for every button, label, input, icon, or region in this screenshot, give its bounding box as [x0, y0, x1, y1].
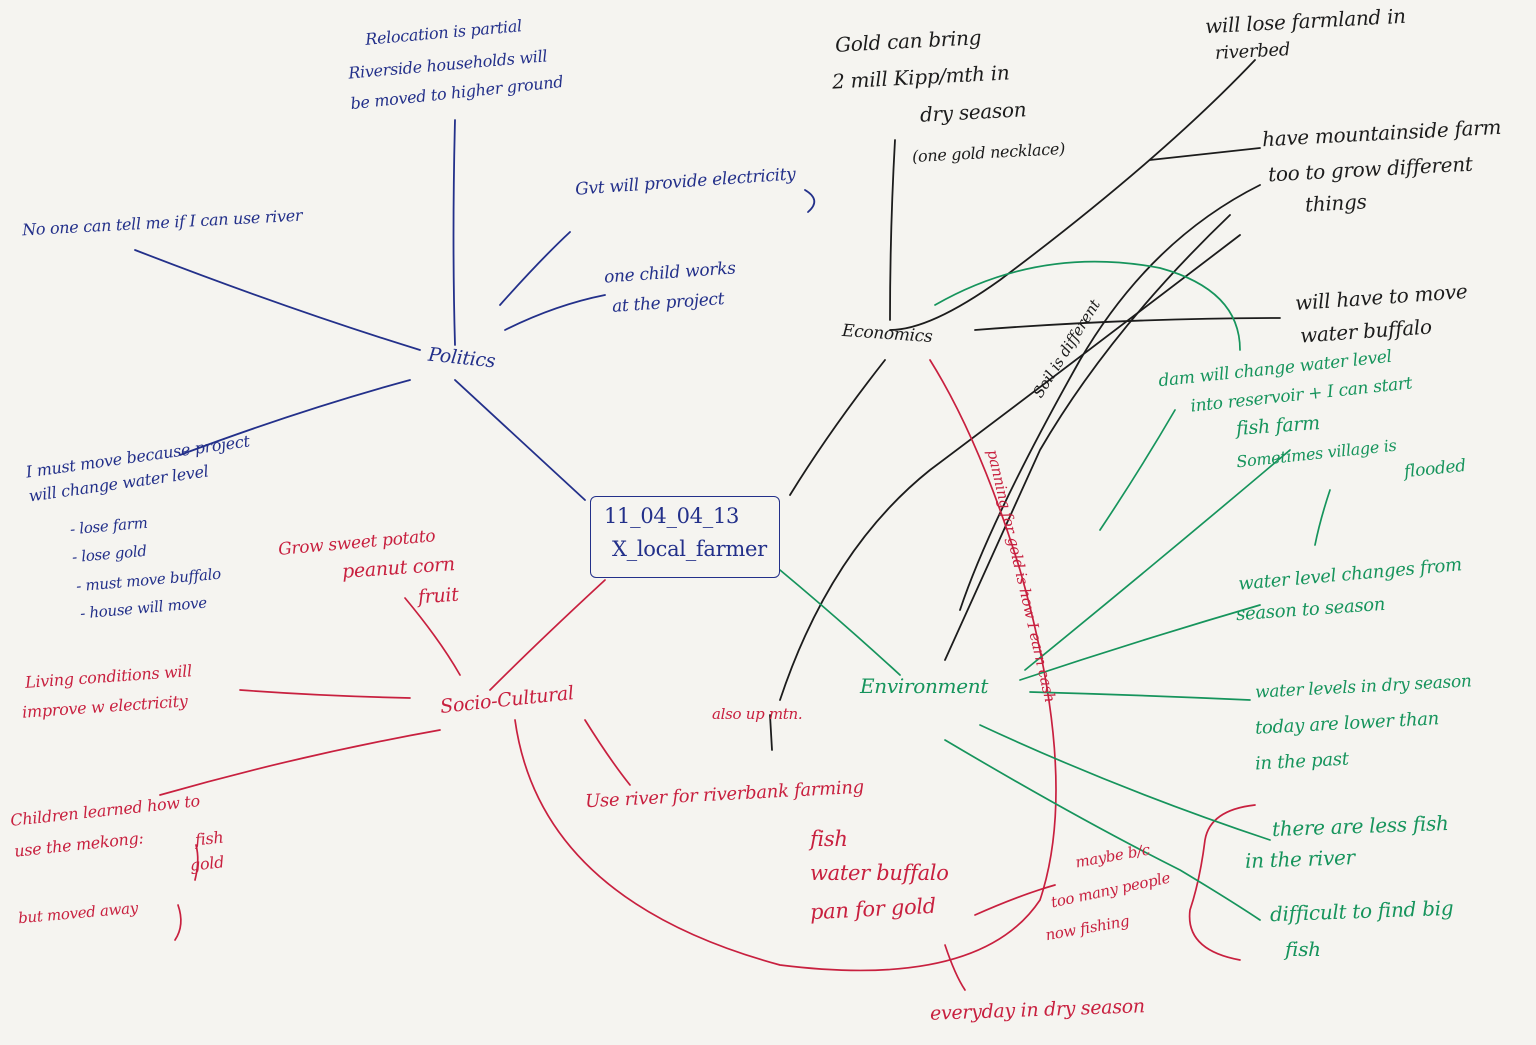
link-economics-buffalo: [974, 317, 1281, 331]
link-env-flood-line: [1024, 449, 1291, 671]
link-economics-gold: [889, 139, 896, 321]
link-socio-center: [489, 579, 606, 691]
link-env-arc: [934, 260, 1241, 351]
link-fishgold-bracket: [194, 844, 199, 881]
link-env-lessfish: [979, 724, 1271, 841]
note-mountainside-3: things: [1304, 189, 1368, 217]
link-env-flooded: [1314, 489, 1331, 546]
link-politics-relocation: [452, 119, 456, 346]
link-politics-center: [454, 379, 586, 501]
link-environment-center: [779, 569, 901, 676]
note-river-fish: fish: [810, 827, 848, 851]
link-env-bigfish: [944, 739, 1261, 921]
link-everyday: [944, 944, 966, 991]
link-farmland-tick: [1149, 147, 1261, 161]
note-fish: fish: [194, 827, 225, 850]
link-socio-arc: [514, 359, 1057, 972]
note-less-fish-2: in the river: [1244, 845, 1356, 873]
link-env-dam: [1099, 409, 1176, 531]
link-mountainside-2: [944, 214, 1231, 661]
note-also-up: also up mtn.: [712, 705, 803, 723]
link-mtn-tick: [769, 714, 773, 751]
note-gold: gold: [189, 852, 225, 875]
link-socio-river: [584, 719, 631, 786]
note-big-fish-2: fish: [1285, 937, 1321, 961]
link-economics-center: [789, 359, 886, 496]
link-politics-electricity: [499, 231, 571, 306]
center-node: [590, 496, 780, 578]
note-lose-farmland-2: riverbed: [1214, 39, 1291, 64]
link-mountainside: [959, 184, 1261, 611]
link-farmland: [889, 59, 1256, 331]
link-maybe: [974, 884, 1056, 916]
link-env-dry: [1029, 691, 1251, 701]
link-economics-up: [779, 234, 1241, 701]
link-env-waterlevel: [1019, 604, 1261, 681]
link-politics-mustmove: [179, 379, 411, 456]
note-grow-3: fruit: [417, 583, 460, 609]
note-river-buffalo: water buffalo: [810, 861, 949, 885]
note-gold-3: dry season: [919, 97, 1027, 127]
center-line-1: 11_04_04_13: [604, 504, 740, 528]
link-socio-children: [159, 729, 441, 796]
link-moved-bracket: [174, 904, 182, 941]
link-politics-child: [504, 294, 606, 331]
center-line-2: X_local_farmer: [612, 537, 767, 561]
link-electricity-hook: [804, 189, 816, 213]
link-socio-living: [239, 689, 411, 699]
link-politics-noone: [134, 249, 421, 351]
theme-environment: Environment: [860, 674, 989, 698]
link-socio-grow: [404, 597, 461, 676]
